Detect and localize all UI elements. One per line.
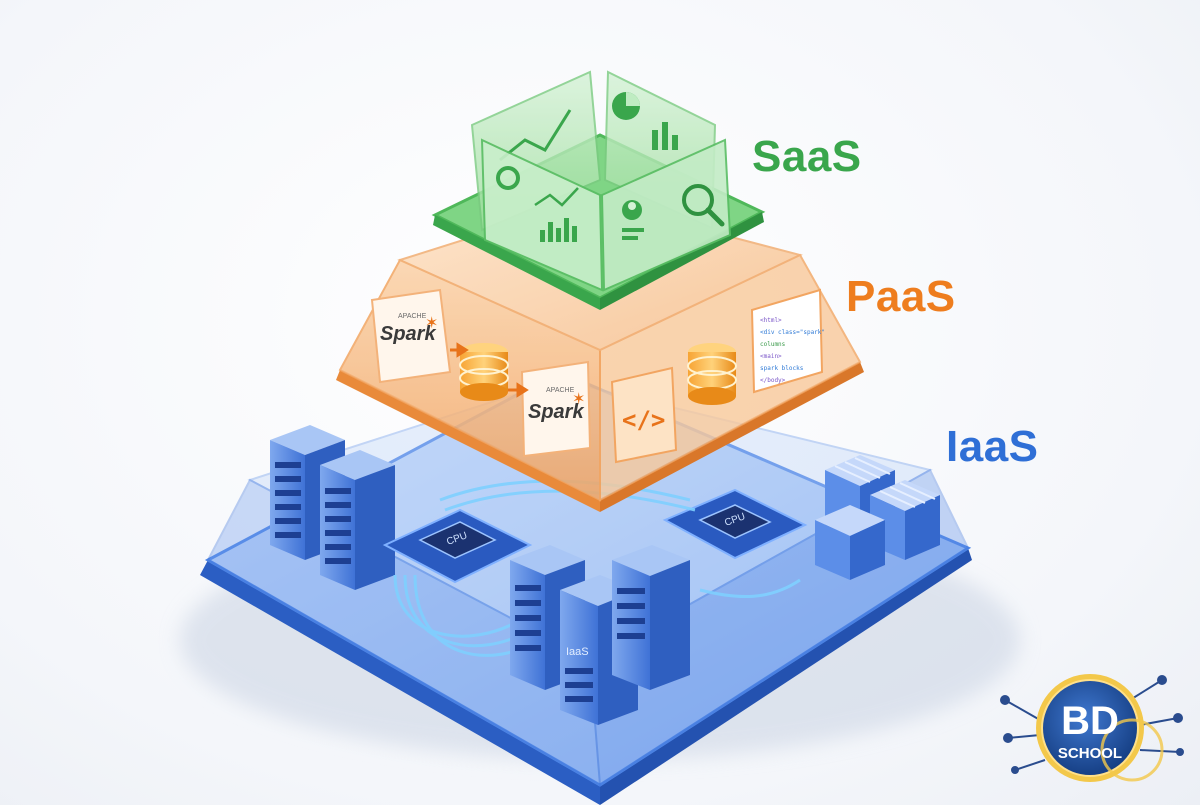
flow-arrows [450,342,529,398]
spark-logo-text: Spark [380,323,436,345]
code-line: </body> [760,377,786,384]
logo-text-school: SCHOOL [1058,745,1122,762]
logo-text-bd: BD [1061,699,1119,743]
saas-base-edge [433,215,600,310]
donut-chart-icon [496,166,520,190]
iaas-layer: CPU CPU [200,370,972,805]
code-snippet-panel: <html> <div class="spark" columns <main>… [750,288,825,394]
spark-star-icon: ✶ [572,391,585,408]
cpu-board: CPU [662,488,808,560]
code-line: spark blocks [760,365,804,372]
code-line: <html> [760,317,782,324]
line-chart-icon [534,187,579,207]
iaas-slab-top [204,370,972,787]
svg-text:APACHE: APACHE [398,313,427,320]
paas-label: PaaS [846,272,956,321]
bd-school-logo: BD SCHOOL [1000,674,1184,782]
rack-label: IaaS [566,646,589,658]
spark-star-icon: ✶ [425,315,438,332]
saas-front-panel [480,138,604,292]
cpu-board: CPU [382,508,533,584]
saas-layer [431,70,766,310]
network-nodes-icon [1000,675,1184,774]
bar-chart-icon [652,122,678,150]
database-icon [459,343,509,401]
code-line: <div class="spark" [760,329,825,336]
iaas-label: IaaS [946,422,1039,471]
code-brackets-icon: </> [622,406,665,434]
iaas-slab-left-side [200,560,600,805]
saas-label: SaaS [752,132,862,181]
user-profile-icon [622,200,644,240]
database-icon [687,343,737,405]
iaas-slab-right-side [600,548,972,805]
paas-bottom-right-edge [600,362,864,512]
code-line: <main> [760,353,782,360]
paas-bottom-left-edge [336,370,600,512]
spark-logo-tile: APACHE Spark ✶ [520,360,592,458]
code-line: columns [760,341,786,348]
spark-logo-text: Spark [528,401,584,423]
heat-sink [815,505,885,580]
spark-logo-tile: APACHE Spark ✶ [370,288,452,384]
magnifier-icon [682,184,725,227]
server-rack [612,545,690,690]
line-chart-icon [499,109,572,162]
paas-layer: APACHE Spark ✶ APACHE Spark ✶ [336,198,864,512]
server-rack [320,450,395,590]
bar-chart-icon [540,218,577,242]
server-rack [270,425,345,560]
saas-front-panel [600,138,732,292]
svg-text:APACHE: APACHE [546,387,575,394]
